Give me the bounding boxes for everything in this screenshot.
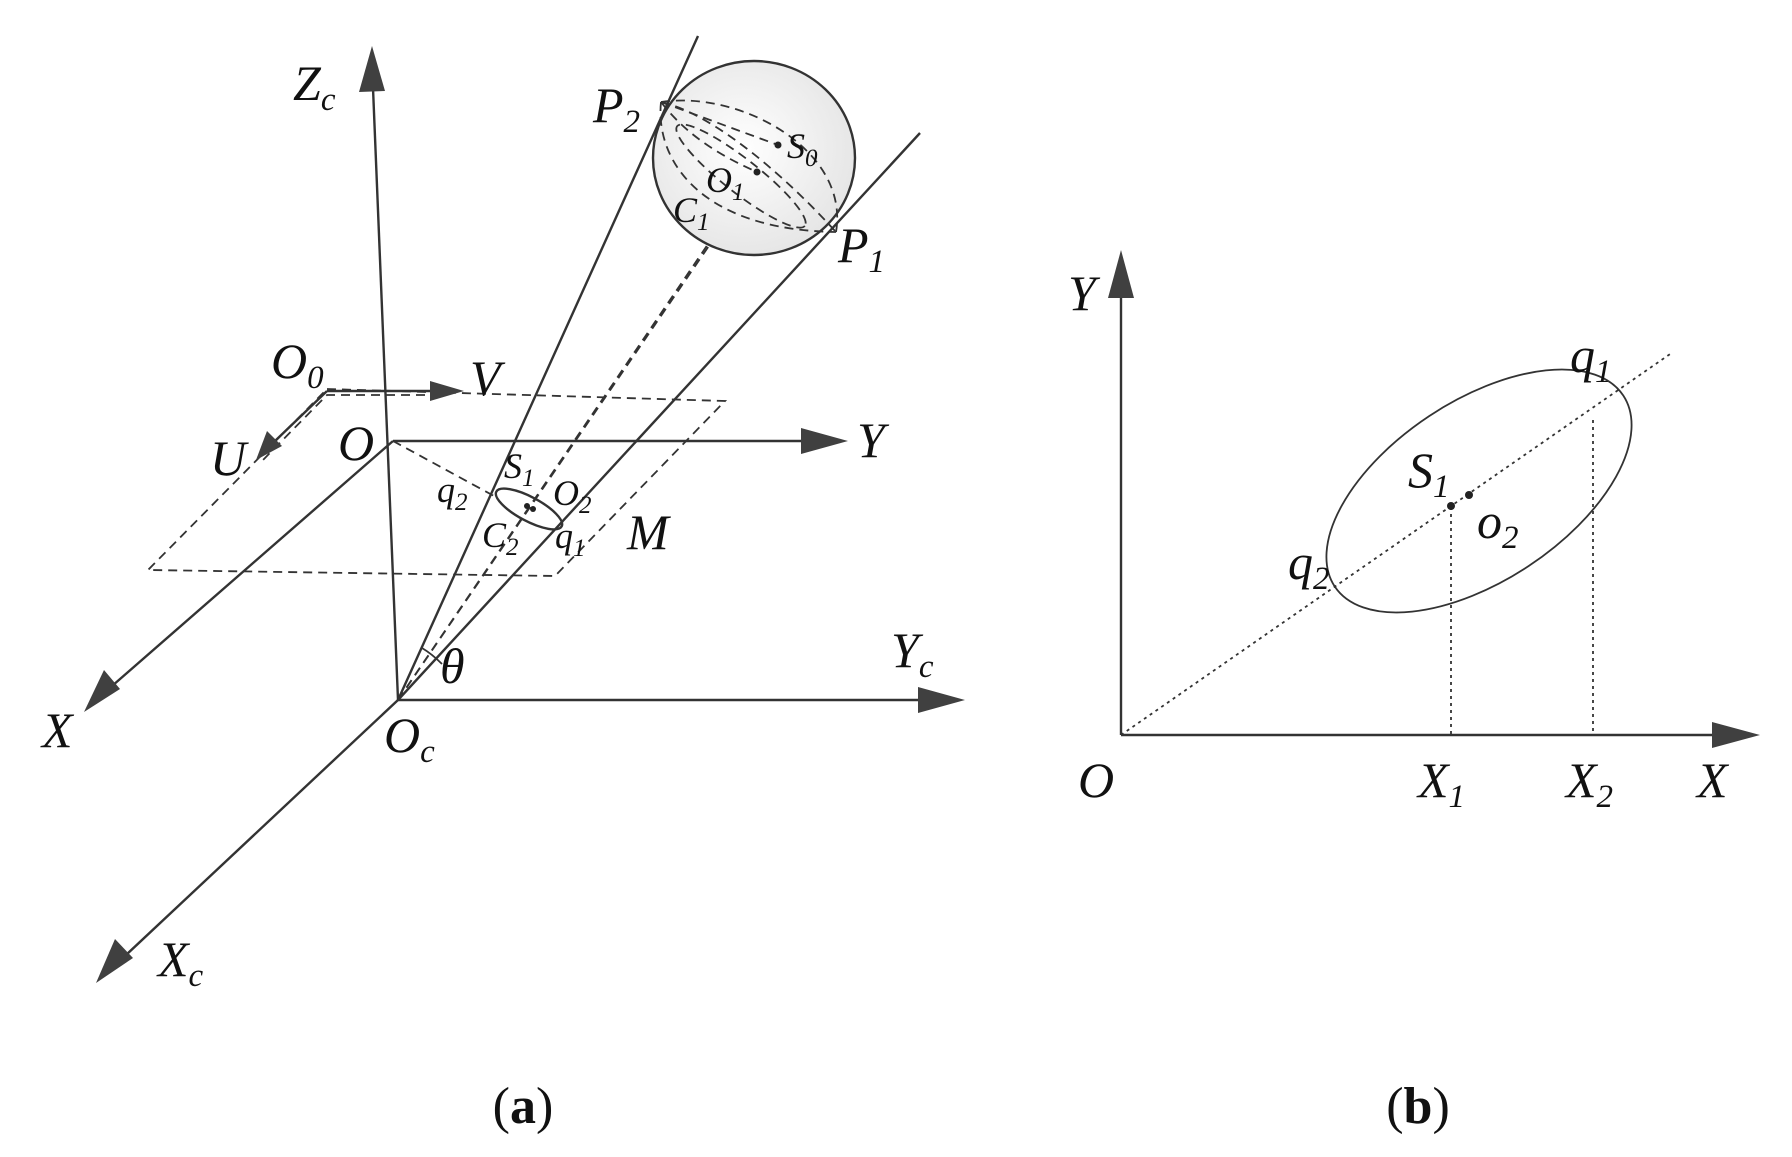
label-oc: Oc [384, 707, 435, 770]
sphere [651, 59, 857, 257]
b-y-axis-arrowhead [1108, 250, 1134, 298]
v-axis-arrowhead [430, 381, 464, 401]
theta-arc [421, 647, 443, 665]
label-c2: C2 [482, 515, 519, 561]
sphere-inner-line-2 [660, 101, 758, 173]
b-label-y: Y [1068, 265, 1101, 321]
label-p1: P1 [837, 217, 885, 280]
o-to-q2-dashed [392, 440, 495, 497]
sphere-great-circle-c1 [675, 123, 807, 229]
u-axis-arrowhead [256, 431, 282, 460]
label-s0: S0 [787, 126, 818, 172]
label-theta: θ [440, 638, 465, 694]
sphere-meridian-back [660, 99, 839, 233]
b-x-axis-arrowhead [1712, 722, 1760, 748]
label-xc: Xc [156, 931, 204, 994]
b-point-o2 [1465, 491, 1473, 499]
b-label-q1: q1 [1570, 327, 1612, 390]
panel-a: Zc P2 S0 O1 C1 P1 O0 V U O Y S1 q2 O2 C2… [40, 35, 965, 1135]
b-label-q2: q2 [1288, 534, 1330, 597]
sphere-inner-line-1 [660, 101, 779, 146]
panel-b: Y q1 S1 o2 q2 O X1 X2 X (b) [1068, 250, 1760, 1135]
b-label-o: O [1078, 752, 1114, 808]
b-ellipse [1325, 368, 1633, 614]
image-x-axis [111, 440, 394, 687]
point-s0 [774, 141, 782, 149]
b-label-s1: S1 [1408, 442, 1450, 505]
yc-axis-arrowhead [918, 687, 965, 713]
label-c1: C1 [673, 190, 710, 236]
point-s1 [524, 503, 530, 509]
xc-axis-arrowhead [96, 939, 133, 983]
label-q1: q1 [555, 516, 586, 562]
label-v: V [470, 350, 506, 406]
u-axis [274, 390, 328, 442]
ellipse-c2 [494, 487, 564, 531]
label-p2: P2 [592, 77, 640, 140]
b-label-x: X [1695, 752, 1730, 808]
label-m: M [626, 504, 671, 560]
label-o0: O0 [271, 333, 324, 396]
image-x-axis-arrowhead [84, 670, 120, 712]
label-q2: q2 [437, 470, 468, 516]
xc-axis [125, 699, 399, 956]
label-u: U [210, 430, 249, 486]
caption-a: (a) [493, 1078, 554, 1135]
zc-axis-arrowhead [359, 46, 385, 92]
label-o2: O2 [553, 473, 592, 519]
b-dotted-diagonal [1120, 351, 1674, 736]
caption-b: (b) [1386, 1078, 1450, 1135]
b-label-x2: X2 [1564, 752, 1613, 815]
b-label-x1: X1 [1416, 752, 1465, 815]
label-s1: S1 [504, 446, 535, 492]
zc-axis [371, 87, 400, 701]
b-point-s1 [1447, 502, 1455, 510]
point-o2 [530, 506, 536, 512]
label-y: Y [857, 412, 890, 468]
tangent-ray-p2 [396, 35, 700, 701]
b-label-o2: o2 [1477, 493, 1519, 556]
label-x: X [40, 702, 75, 758]
label-yc: Yc [891, 622, 934, 685]
image-plane-inner-edge [262, 394, 440, 461]
sphere-meridian-front [659, 101, 837, 233]
label-zc: Zc [293, 55, 336, 118]
label-o1: O1 [706, 160, 745, 206]
point-o1 [753, 168, 761, 176]
image-y-axis-arrowhead [801, 428, 848, 454]
label-o: O [338, 415, 374, 471]
